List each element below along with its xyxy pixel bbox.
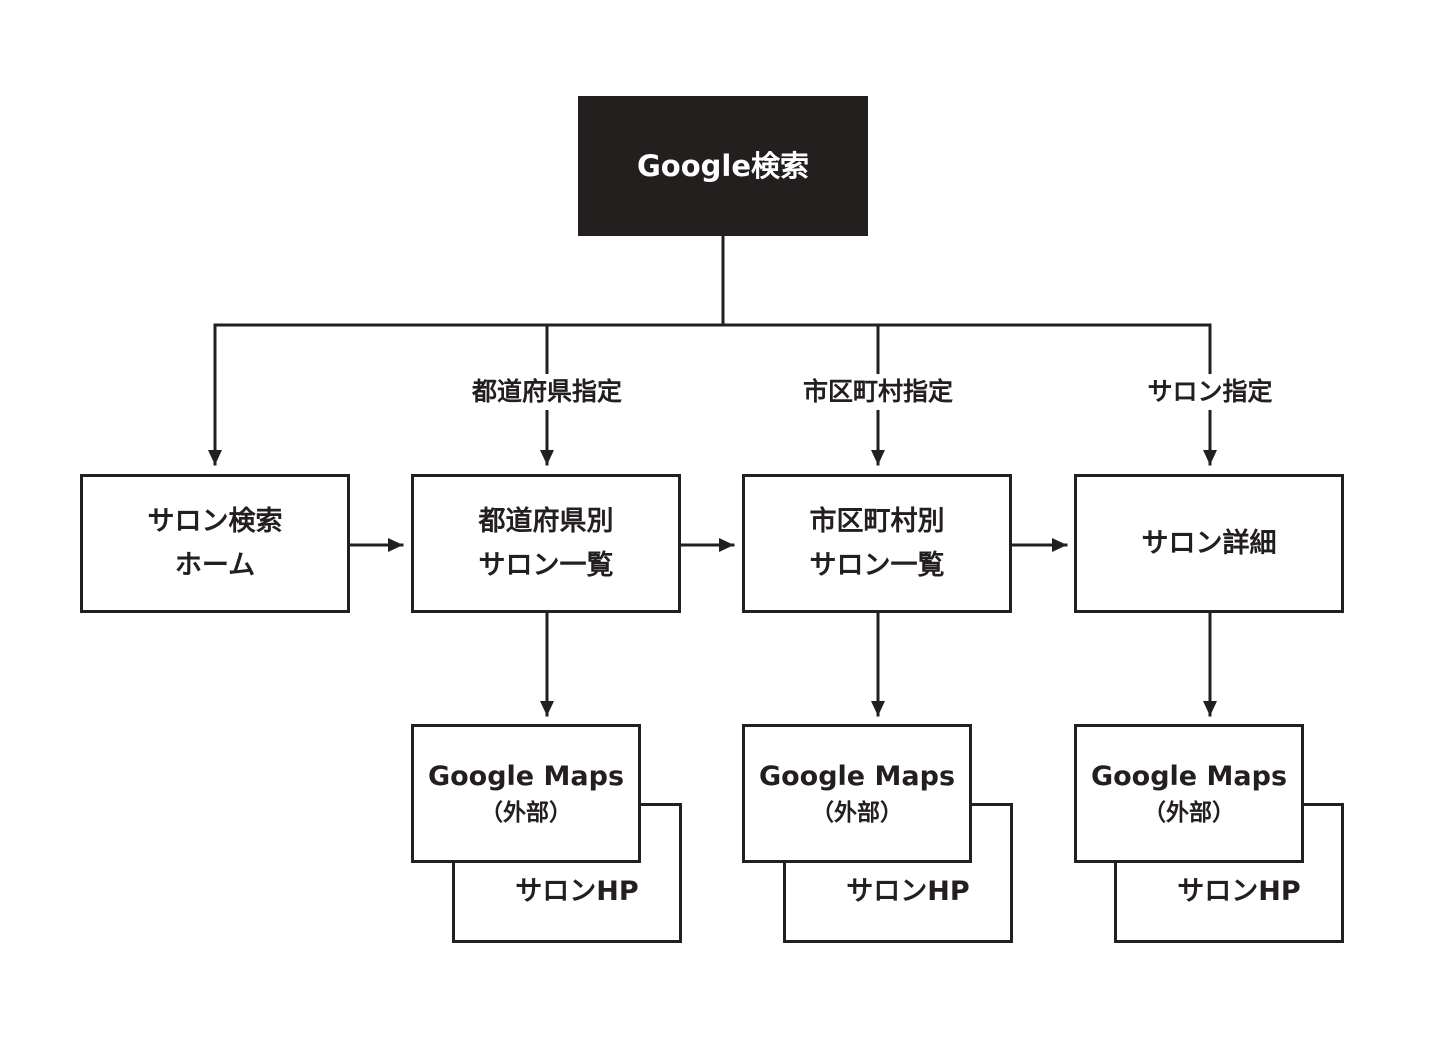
salon-detail-node: サロン詳細 (1074, 474, 1344, 613)
edge-label-city: 市区町村指定 (768, 374, 988, 410)
city-salon-list-node: 市区町村別 サロン一覧 (742, 474, 1012, 613)
prefecture-list-label-line1: 都道府県別 (478, 505, 614, 537)
salon-detail-label: サロン詳細 (1141, 527, 1277, 559)
edge-label-prefecture: 都道府県指定 (437, 374, 657, 410)
prefecture-list-label-line2: サロン一覧 (478, 549, 614, 581)
google-maps-title: Google Maps (427, 761, 625, 792)
google-maps-external-note: （外部） (1143, 800, 1235, 826)
salon-search-home-node: サロン検索 ホーム (80, 474, 350, 613)
salon-hp-label: サロンHP (515, 876, 639, 907)
city-list-label-line1: 市区町村別 (809, 505, 945, 537)
google-search-node: Google検索 (578, 96, 868, 236)
salon-hp-label: サロンHP (846, 876, 970, 907)
city-list-label-line2: サロン一覧 (809, 549, 945, 581)
google-maps-node-detail: Google Maps （外部） (1074, 724, 1304, 863)
google-maps-external-note: （外部） (811, 800, 903, 826)
google-maps-external-note: （外部） (480, 800, 572, 826)
prefecture-salon-list-node: 都道府県別 サロン一覧 (411, 474, 681, 613)
google-search-label: Google検索 (636, 149, 810, 183)
home-label-line2: ホーム (174, 549, 256, 581)
google-maps-node-prefecture: Google Maps （外部） (411, 724, 641, 863)
salon-hp-label: サロンHP (1177, 876, 1301, 907)
google-maps-title: Google Maps (758, 761, 956, 792)
home-label-line1: サロン検索 (147, 505, 283, 537)
google-maps-node-city: Google Maps （外部） (742, 724, 972, 863)
google-maps-title: Google Maps (1090, 761, 1288, 792)
edge-label-salon: サロン指定 (1100, 374, 1320, 410)
